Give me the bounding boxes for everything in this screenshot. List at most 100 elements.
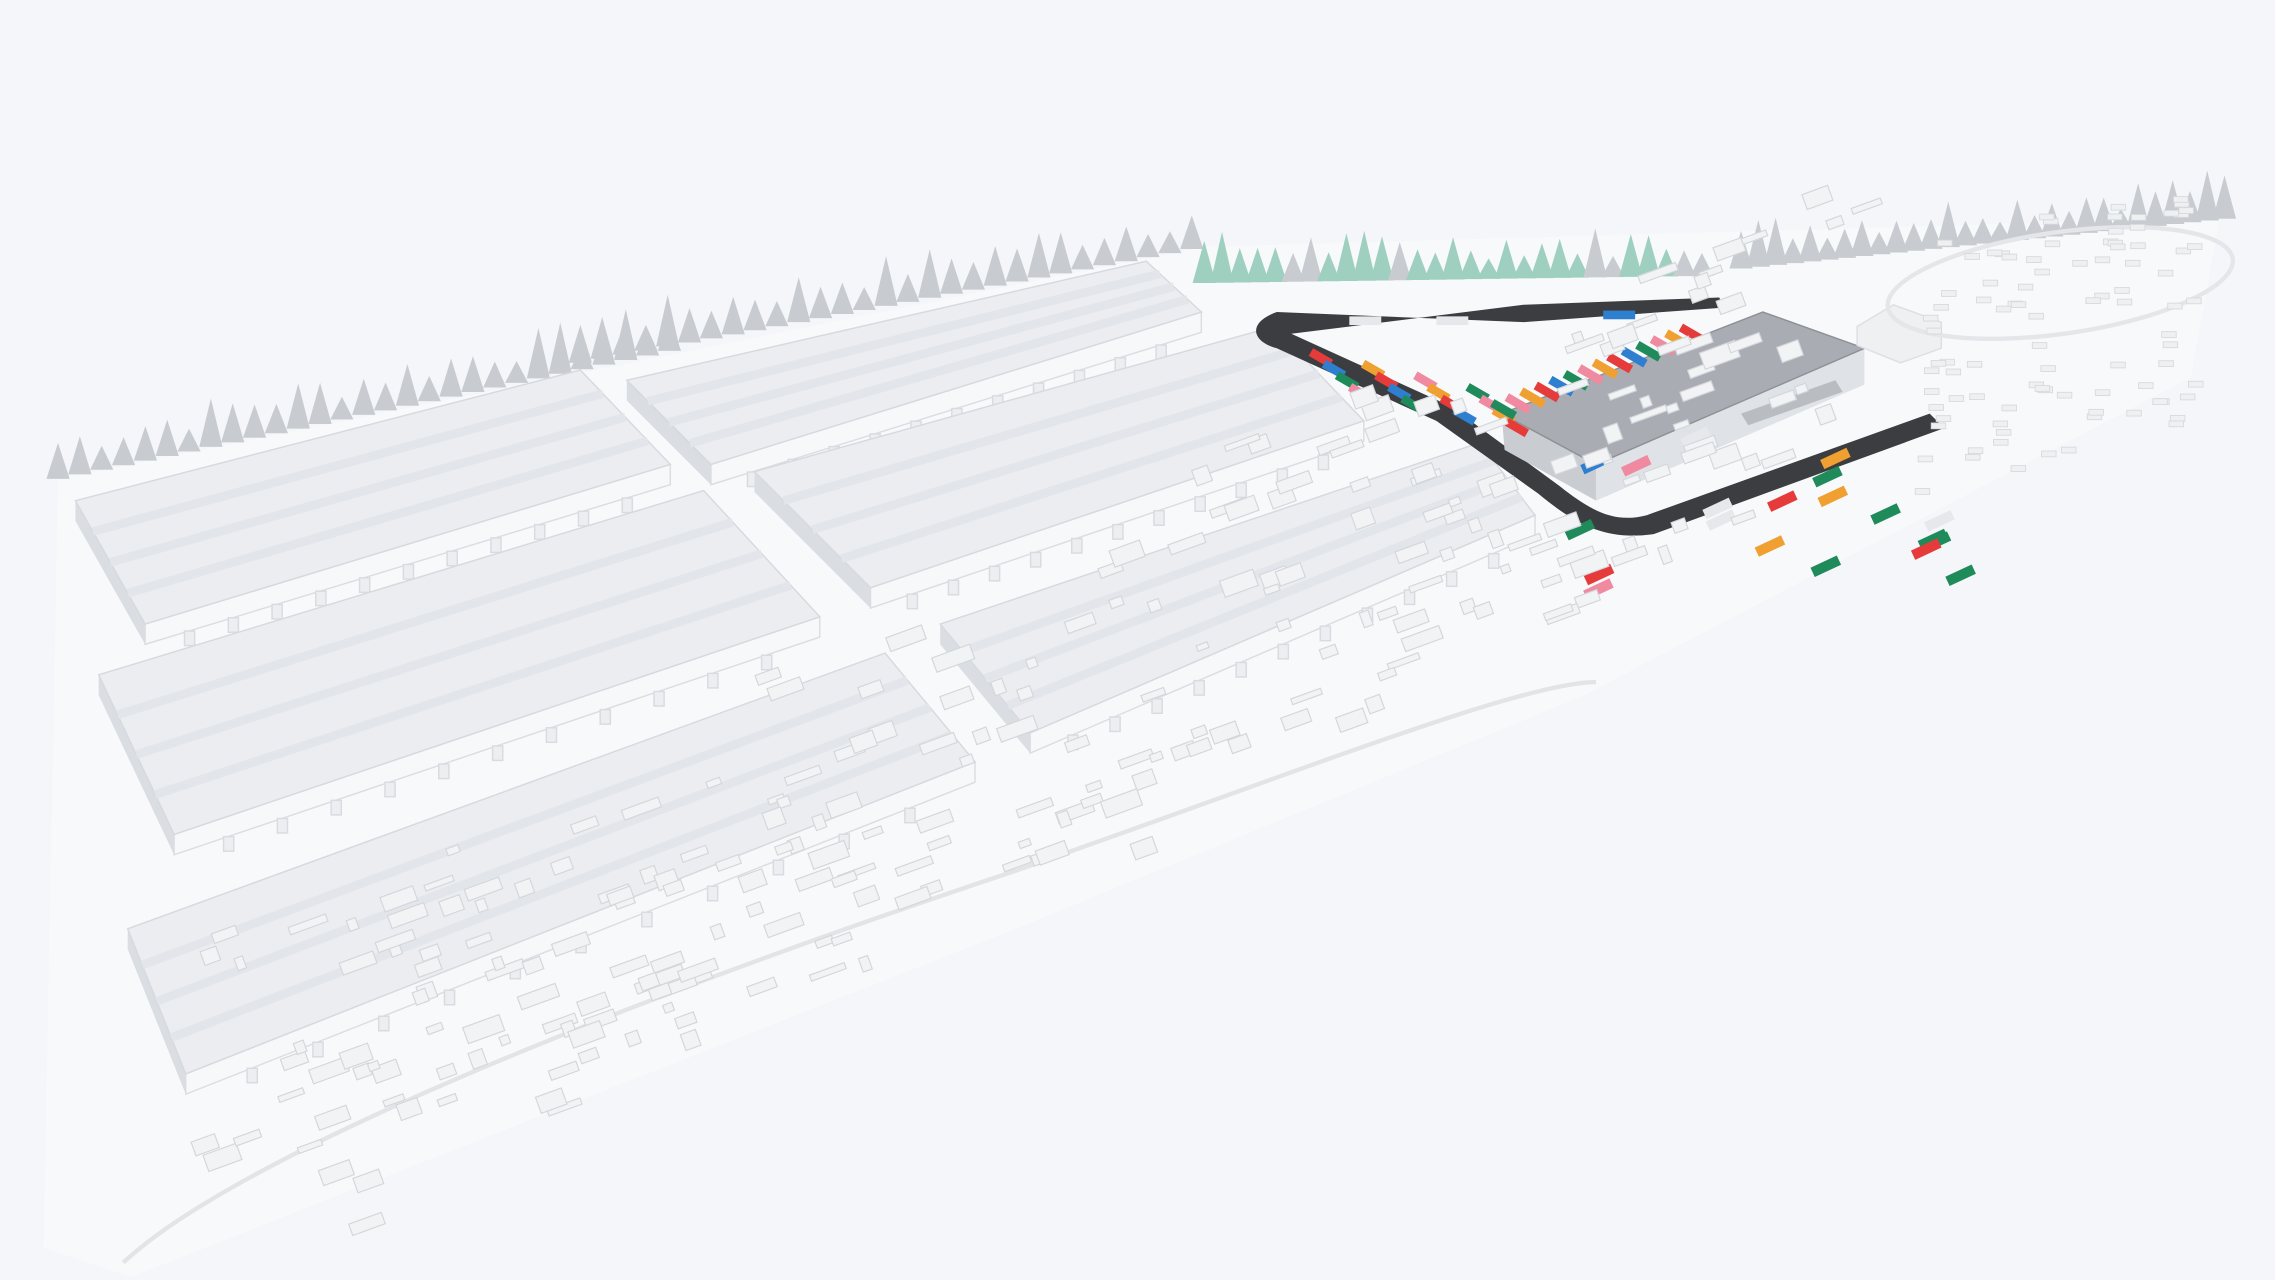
yard-container: [783, 764, 823, 787]
yard-container: [811, 812, 828, 832]
office-block: [1856, 303, 1943, 364]
tree-icon: [1477, 258, 1501, 279]
parked-vehicle: [1975, 296, 1992, 304]
yard-container: [379, 885, 419, 913]
parked-vehicle: [1941, 290, 1957, 297]
truck: [1635, 341, 1663, 362]
yard-container: [547, 1060, 580, 1082]
warehouse-end-wall: [754, 471, 871, 609]
tree-icon: [330, 396, 354, 420]
roof-stripe: [155, 703, 932, 1006]
yard-container: [605, 885, 635, 907]
yard-container: [516, 982, 561, 1011]
parked-vehicle: [1945, 368, 1962, 376]
roof-stripe: [135, 549, 764, 759]
loading-dock: [1153, 509, 1165, 526]
yard-container: [857, 678, 885, 700]
warehouse-3: [97, 489, 822, 856]
yard-container: [345, 916, 360, 933]
yard-container: [673, 1011, 698, 1030]
yard-container: [763, 911, 805, 939]
loading-dock: [621, 497, 634, 514]
tree-icon: [677, 307, 702, 343]
truck: [1490, 399, 1518, 420]
tree-icon: [483, 361, 507, 388]
loading-dock: [1487, 552, 1500, 569]
loading-dock: [315, 590, 327, 607]
yard-container: [463, 876, 504, 902]
truck: [1945, 564, 1976, 587]
yard-container: [199, 945, 222, 967]
parked-vehicle: [1982, 279, 1999, 287]
yard-container: [1665, 402, 1680, 415]
yard-container: [1540, 573, 1563, 589]
tree-icon: [1833, 228, 1857, 258]
parked-vehicle: [1992, 420, 2009, 428]
yard-container: [382, 1093, 406, 1108]
truck: [1533, 381, 1561, 403]
yard-container: [679, 844, 710, 864]
truck: [1767, 490, 1798, 512]
yard-container: [1606, 323, 1640, 350]
yard-container: [1001, 854, 1033, 873]
tree-icon: [1245, 247, 1270, 283]
yard-container: [775, 794, 792, 810]
yard-container: [807, 839, 851, 871]
yard-container: [1642, 463, 1672, 484]
warehouse-end-wall: [626, 380, 711, 485]
parked-vehicle: [2010, 301, 2027, 308]
tree-icon: [1317, 252, 1341, 282]
yard-container: [438, 893, 466, 918]
parked-vehicle: [1930, 360, 1947, 367]
yard-container: [958, 753, 976, 768]
parked-vehicle: [1965, 453, 1981, 461]
yard-container: [1084, 779, 1104, 794]
yard-container: [1024, 656, 1039, 670]
truck-on-road: [1603, 310, 1636, 320]
yard-container: [395, 1096, 424, 1122]
yard-container: [745, 901, 765, 919]
truck: [1820, 447, 1851, 470]
yard-container: [370, 1058, 402, 1085]
rail-track: [121, 679, 1596, 1265]
roof-stripe: [109, 413, 627, 567]
parked-vehicle: [1914, 488, 1931, 495]
yard-container: [609, 954, 650, 979]
truck: [1924, 510, 1955, 532]
loading-dock: [1319, 625, 1332, 642]
truck: [1754, 535, 1786, 557]
yard-container: [1776, 339, 1805, 364]
parked-vehicle: [2178, 207, 2194, 214]
roof-stripe: [667, 282, 1175, 427]
yard-container: [1015, 684, 1035, 702]
yard-container: [1190, 724, 1209, 740]
truck: [1504, 417, 1530, 438]
yard-container: [830, 869, 859, 889]
parked-vehicle: [2108, 227, 2124, 235]
parked-vehicle: [2039, 213, 2055, 221]
tree-icon: [1781, 238, 1805, 264]
yard-container: [1730, 509, 1757, 526]
yard-container: [705, 776, 723, 790]
loading-dock: [271, 603, 283, 620]
yard-container: [1422, 502, 1454, 524]
yard-container: [513, 877, 536, 899]
tree-icon: [1423, 252, 1447, 280]
tree-icon: [68, 436, 92, 475]
truck: [1583, 563, 1615, 586]
yard-container: [1767, 389, 1798, 410]
tree-icon: [526, 328, 551, 379]
loading-dock: [1445, 571, 1458, 588]
yard-container: [1528, 538, 1559, 557]
truck: [1606, 352, 1634, 374]
yard-container: [436, 1092, 459, 1108]
tree-icon: [1971, 218, 1995, 244]
parked-vehicle: [1930, 422, 1947, 430]
tree-icon: [2212, 175, 2237, 219]
yard-container: [1055, 809, 1073, 829]
yard-container: [745, 976, 778, 998]
warehouse-end-wall: [98, 674, 175, 855]
yard-container: [1673, 332, 1714, 356]
tree-icon: [1763, 217, 1788, 265]
yard-container: [1449, 397, 1468, 416]
